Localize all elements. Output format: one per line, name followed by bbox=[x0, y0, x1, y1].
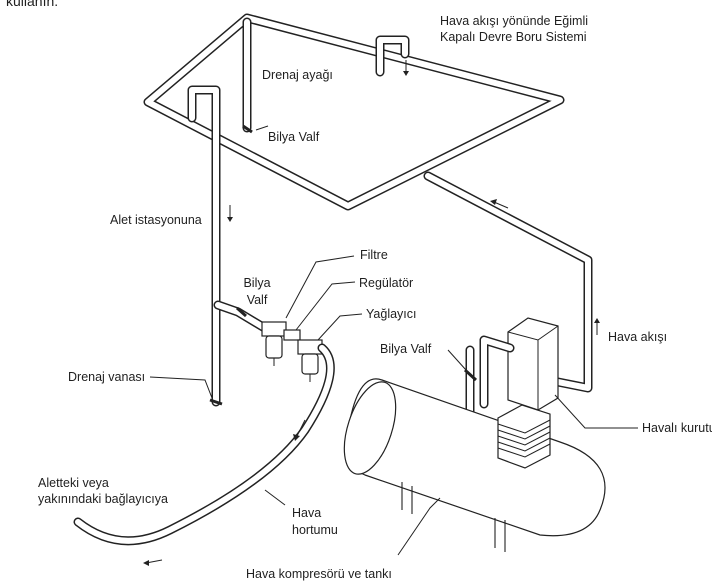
regulator-leader bbox=[295, 281, 356, 331]
air-dryer bbox=[507, 317, 559, 411]
drain-valve-leader bbox=[149, 376, 213, 399]
filter-leader bbox=[285, 255, 355, 319]
label-system-line-1: Hava akışı yönünde Eğimli bbox=[440, 14, 588, 28]
frl-branch-pipe bbox=[213, 300, 273, 335]
hose-leader bbox=[264, 489, 286, 506]
label-air-dryer: Havalı kurutucu bbox=[642, 421, 712, 435]
dryer-outlet-pipe bbox=[479, 335, 515, 409]
label-lubricator: Yağlayıcı bbox=[366, 307, 417, 321]
label-tool-station: Alet istasyonuna bbox=[110, 213, 202, 227]
gooseneck-top-right bbox=[375, 35, 410, 77]
lubricator-leader bbox=[317, 313, 363, 341]
tool-drop-pipe bbox=[187, 85, 221, 407]
air-hose bbox=[73, 343, 335, 546]
label-regulator: Regülatör bbox=[359, 276, 414, 290]
label-ball-valve-mid-line-2: Valf bbox=[246, 293, 268, 307]
label-connector-line-2: yakınındaki bağlayıcıya bbox=[38, 492, 168, 506]
closed-loop-pipe bbox=[143, 13, 565, 211]
drain-leg-pipe bbox=[242, 17, 253, 134]
label-ball-valve-right: Bilya Valf bbox=[380, 342, 432, 356]
dryer-leader bbox=[554, 394, 638, 429]
label-filter: Filtre bbox=[360, 248, 388, 262]
label-drain-valve: Drenaj vanası bbox=[68, 370, 146, 384]
ball-valve-right-handle bbox=[463, 368, 478, 382]
riser-pipe bbox=[423, 171, 593, 393]
compressor-tank bbox=[343, 378, 606, 552]
ball-valve-top-leader bbox=[255, 125, 269, 131]
label-air-flow: Hava akışı bbox=[608, 330, 668, 344]
label-air-hose-line-1: Hava bbox=[292, 506, 322, 520]
label-ball-valve-mid-line-1: Bilya bbox=[243, 276, 271, 290]
tank-leader bbox=[397, 497, 441, 556]
header-text: kullanın. bbox=[6, 0, 59, 9]
compressor-unit bbox=[497, 404, 551, 469]
label-drain-leg: Drenaj ayağı bbox=[262, 68, 333, 82]
label-connector-line-1: Aletteki veya bbox=[38, 476, 109, 490]
label-air-hose-line-2: hortumu bbox=[292, 523, 338, 537]
label-compressor: Hava kompresörü ve tankı bbox=[246, 567, 392, 581]
label-system-line-2: Kapalı Devre Boru Sistemi bbox=[440, 30, 587, 44]
label-ball-valve-top: Bilya Valf bbox=[268, 130, 320, 144]
drain-valve-handle bbox=[209, 398, 223, 406]
ball-valve-mid-handle bbox=[236, 306, 247, 318]
frl-unit bbox=[261, 321, 323, 382]
